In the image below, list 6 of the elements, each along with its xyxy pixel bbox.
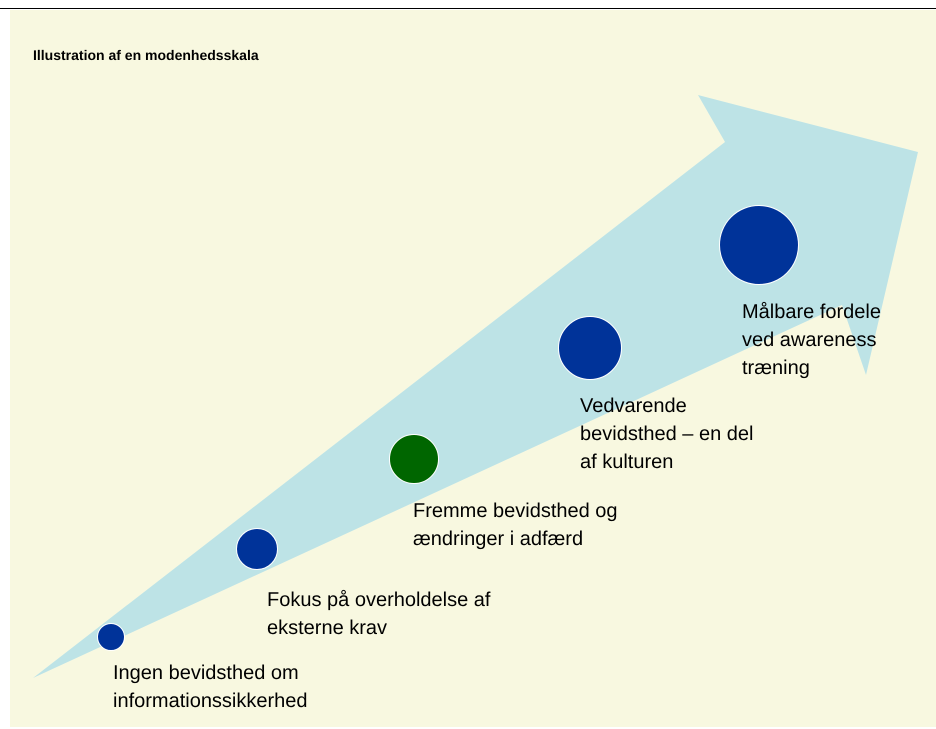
stage-label: Målbare fordele ved awareness træning xyxy=(742,300,882,381)
stage-label: Ingen bevidsthed om informationssikkerhed xyxy=(113,661,309,714)
stage-label: Vedvarende bevidsthed – en del af kulturen xyxy=(580,394,754,475)
diagram-title: Illustration af en modenhedsskala xyxy=(33,47,259,63)
stage-label: Fremme bevidsthed og ændringer i adfærd xyxy=(413,499,619,552)
stage-label: Fokus på overholdelse af eksterne krav xyxy=(267,588,492,641)
